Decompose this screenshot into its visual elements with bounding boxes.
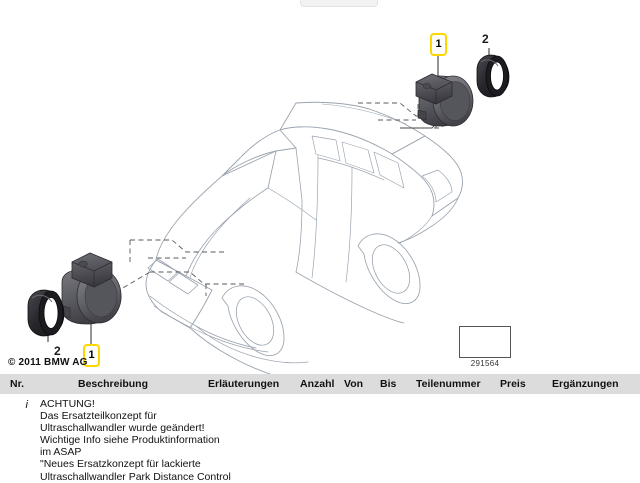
figure-id-number: 291564 [470,359,500,368]
column-header-preis[interactable]: Preis [500,378,526,390]
callout-badge-front-sensor-label: 1 [85,346,98,365]
desc-line: Das Ersatzteilkonzept für [40,410,157,423]
front-ultrasonic-sensor-part [59,252,122,325]
column-header-von[interactable]: Von [344,378,364,390]
vehicle-outline [145,101,463,374]
cell-nr: i [25,399,28,411]
parts-illustration: 1 2 1 2 © 2011 BMW AG 291564 [8,32,511,374]
desc-line: "Neues Ersatzkonzept für lackierte [40,458,201,471]
column-header-erganzungen[interactable]: Ergänzungen [552,378,619,390]
rear-ultrasonic-sensor-part [415,73,474,127]
callout-number-front-ring: 2 [54,344,61,358]
column-header-anzahl[interactable]: Anzahl [300,378,335,390]
column-header-beschreibung[interactable]: Beschreibung [78,378,149,390]
figure-id-box: 291564 [459,326,511,368]
callout-number-rear-ring: 2 [482,32,489,46]
table-header-row: Nr. Beschreibung Erläuterungen Anzahl Vo… [0,374,640,394]
table-body: i ACHTUNG! Das Ersatzteilkonzept für Ult… [0,394,640,483]
figure-id-frame [459,326,511,358]
column-header-erlauterungen[interactable]: Erläuterungen [208,378,280,390]
callout-badge-front-sensor[interactable]: 1 [83,344,100,367]
column-header-teilenummer[interactable]: Teilenummer [416,378,481,390]
top-toolbar-sliver [300,0,378,7]
leader-lines-front [115,239,246,296]
callout-badge-rear-sensor-label: 1 [432,35,445,54]
desc-line: Wichtige Info siehe Produktinformation [40,434,220,447]
column-header-bis[interactable]: Bis [380,378,397,390]
rear-retaining-ring-part [476,54,510,98]
desc-line: Ultraschallwandler Park Distance Control [40,470,231,483]
desc-line: ACHTUNG! [40,398,95,410]
callout-badge-rear-sensor[interactable]: 1 [430,33,447,56]
parts-table: Nr. Beschreibung Erläuterungen Anzahl Vo… [0,374,640,483]
table-row[interactable]: i ACHTUNG! Das Ersatzteilkonzept für Ult… [0,398,640,483]
front-retaining-ring-part [27,289,65,337]
illustration-svg [27,48,510,374]
cell-beschreibung: ACHTUNG! Das Ersatzteilkonzept für Ultra… [40,398,231,483]
column-header-nr[interactable]: Nr. [10,378,25,390]
desc-line: Ultraschallwandler wurde geändert! [40,422,205,435]
desc-line: im ASAP [40,446,82,459]
copyright-notice: © 2011 BMW AG [8,357,88,368]
